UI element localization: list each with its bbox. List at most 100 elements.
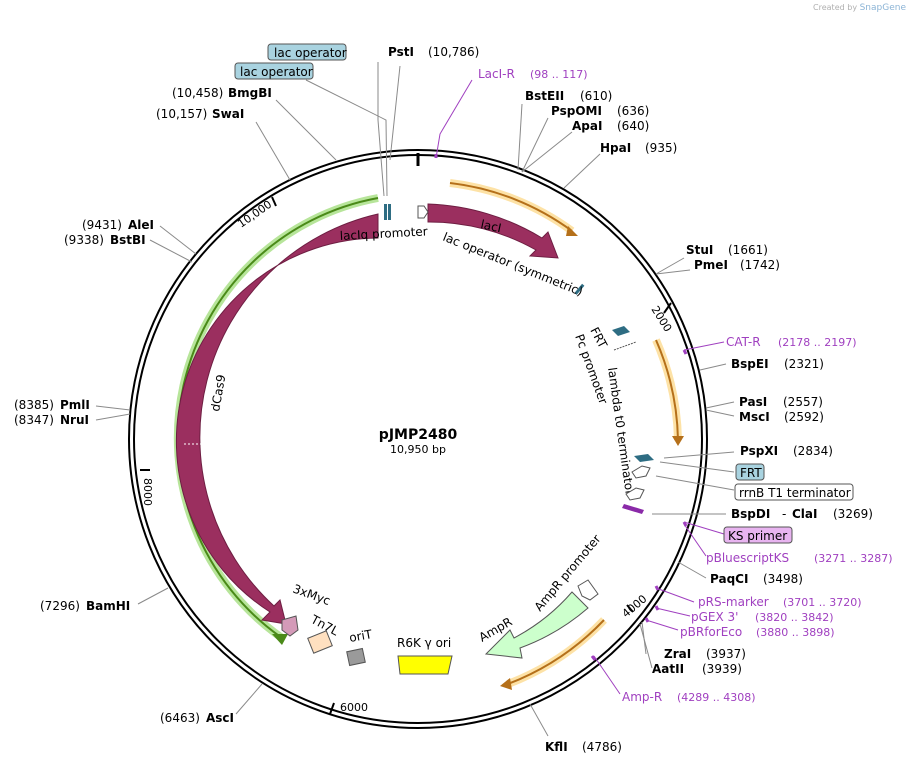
site-paqci-pos: (3498) [763,572,803,586]
site-pspxi-pos: (2834) [793,444,833,458]
site-apai-name: ApaI [572,119,602,133]
leader-hpai [563,153,601,189]
leader-cat-r [683,341,725,351]
frt-arrow-2 [634,454,654,462]
site-psti-name: PstI [388,45,414,59]
frt-box: FRT [735,463,765,481]
tn7l-block [307,630,333,654]
leader-lac-op-1 [377,62,385,197]
primer-pgex3-pos: (3820 .. 3842) [755,611,834,624]
site-pspomi-name: PspOMI [551,104,602,118]
laci-orf [449,182,573,232]
site-pmli-pos: (8385) [14,398,54,412]
site-kfli-name: KflI [545,740,568,754]
site-zrai-pos: (3937) [706,647,746,661]
site-asci-pos: (6463) [160,711,200,725]
leader-alei [159,225,197,255]
site-msci-name: MscI [739,410,770,424]
site-bamhi-name: BamHI [86,599,130,613]
rrnb-terminator-mark [631,465,651,479]
site-stui-name: StuI [686,243,713,257]
site-bamhi-pos: (7296) [40,599,80,613]
site-bspei-pos: (2321) [784,357,824,371]
r6k-ori-block [397,655,453,675]
dcas9-orf-glow [173,194,379,642]
site-pspomi-pos: (636) [617,104,649,118]
leader-kfli [529,703,549,737]
ampr-orf [507,619,605,685]
ampr-feature[interactable] [484,591,589,659]
tick-10000 [271,196,277,207]
site-hpai-pos: (935) [645,141,677,155]
leader-psti [389,65,401,161]
site-pspxi-name: PspXI [740,444,778,458]
leader-frt-box [659,461,735,473]
site-paqci-name: PaqCI [710,572,748,586]
primer-laci-r-pos: (98 .. 117) [530,68,588,81]
leader-amp-r [593,655,621,695]
laciq-promoter-label: lacIq promoter [339,224,428,243]
primer-pbluescriptks-pos: (3271 .. 3287) [814,552,893,565]
tick-label-8000: 8000 [141,478,154,506]
site-pmei-pos: (1742) [740,258,780,272]
tick-label-6000: 6000 [340,701,368,714]
leader-nrui [95,413,131,421]
orit-label: oriT [348,627,374,645]
cat-orf [655,339,679,441]
site-pmei-name: PmeI [694,258,728,272]
site-bstbi-pos: (9338) [64,233,104,247]
leader-apai [521,131,573,173]
lac-operator-box-1: lac operator [267,43,347,61]
site-bsteii-pos: (610) [580,89,612,103]
laci-feature[interactable] [427,203,559,259]
site-pmli-name: PmlI [60,398,90,412]
leader-pmli [95,405,131,411]
laci-label: lacI [479,217,502,235]
cat-orf-head [672,436,684,446]
site-bspei-name: BspEI [731,357,769,371]
plasmid-length: 10,950 bp [390,443,446,456]
leader-bmgbi [275,99,337,161]
orit-block [346,647,366,667]
leader-prs-marker [655,587,695,603]
site-nrui-pos: (8347) [14,413,54,427]
lac-operator-box-2-text: lac operator [240,65,313,79]
site-zrai-name: ZraI [664,647,691,661]
primer-laci-r-name: LacI-R [478,67,515,81]
leader-pmei [655,269,691,275]
site-bspdi-clai-pos: (3269) [833,507,873,521]
site-stui-pos: (1661) [728,243,768,257]
site-psti-pos: (10,786) [428,45,479,59]
leader-bsteii [517,103,523,171]
site-aatii-pos: (3939) [702,662,742,676]
ampr-orf-head [500,678,512,690]
primer-pbrforeco-name: pBRforEco [680,625,742,639]
site-bspdi-clai-dash: - [782,507,786,521]
leader-pspxi [663,451,735,459]
laci-orf-head [566,226,578,236]
dcas9-feature[interactable] [175,213,379,625]
leader-aatii [639,623,653,669]
lac-operator-sym-label: lac operator (symmetric) [441,230,585,299]
leader-laci-r [435,79,473,159]
cat-orf-glow [652,338,682,441]
ks-primer-mark [622,504,644,514]
site-aatii-name: AatII [652,662,684,676]
primer-pgex3-name: pGEX 3' [691,610,738,624]
leader-pasi [705,401,735,409]
frt-arrow-1 [612,326,630,336]
site-alei-pos: (9431) [82,218,122,232]
site-bsteii-name: BstEII [525,89,564,103]
rrnb-box-text: rrnB T1 terminator [739,486,851,500]
leader-asci [235,683,263,715]
dcas9-orf-head [272,634,288,645]
leader-ks-box [683,521,725,535]
laciq-promoter-arrow [417,205,429,219]
site-swai-pos: (10,157) [156,107,207,121]
site-bmgbi-name: BmgBI [228,86,272,100]
site-alei-name: AleI [128,218,154,232]
myc-label: 3xMyc [291,582,332,608]
leader-pspomi [521,117,549,173]
leader-bstbi [149,239,193,263]
